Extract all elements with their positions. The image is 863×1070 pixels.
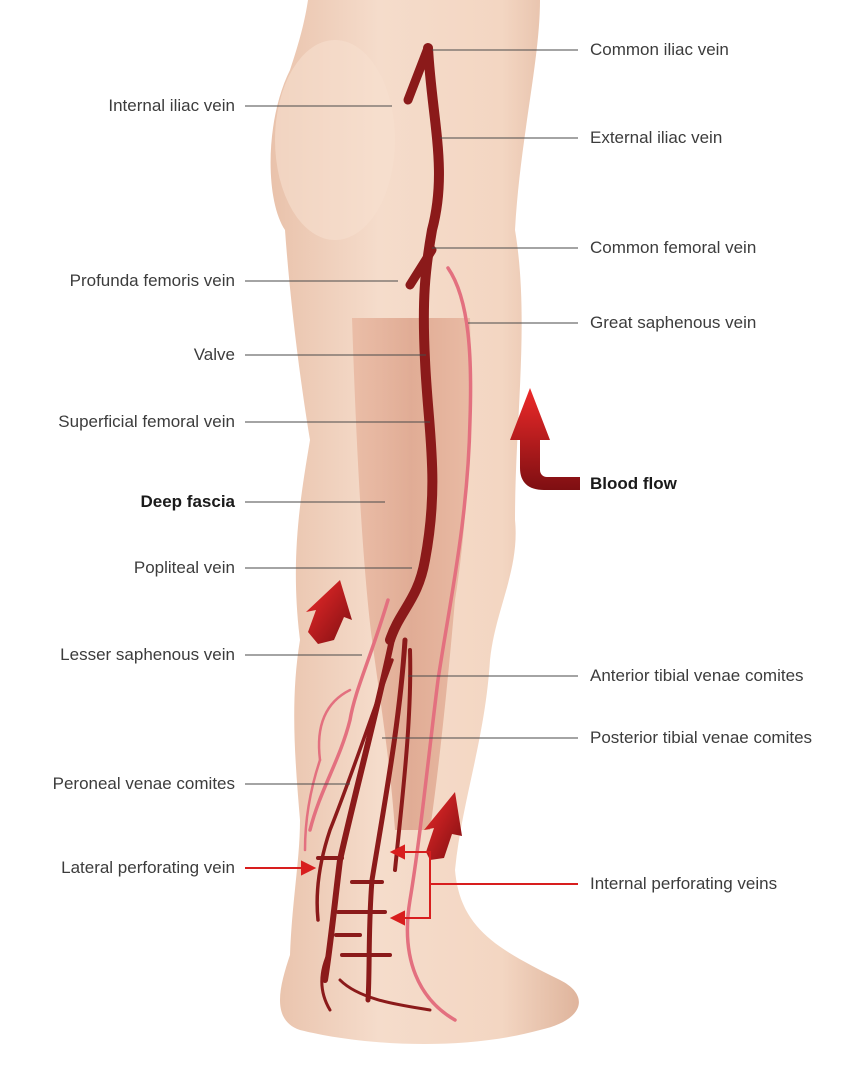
buttock-highlight: [275, 40, 395, 240]
label-peroneal-venae-comites: Peroneal venae comites: [53, 774, 235, 794]
label-common-iliac-vein: Common iliac vein: [590, 40, 729, 60]
label-internal-iliac-vein: Internal iliac vein: [108, 96, 235, 116]
label-blood-flow: Blood flow: [590, 474, 677, 494]
label-lateral-perforating-vein: Lateral perforating vein: [61, 858, 235, 878]
label-profunda-femoris-vein: Profunda femoris vein: [70, 271, 235, 291]
label-anterior-tibial-venae-comites: Anterior tibial venae comites: [590, 666, 804, 686]
label-great-saphenous-vein: Great saphenous vein: [590, 313, 756, 333]
label-lesser-saphenous-vein: Lesser saphenous vein: [60, 645, 235, 665]
label-external-iliac-vein: External iliac vein: [590, 128, 722, 148]
label-valve: Valve: [194, 345, 235, 365]
label-popliteal-vein: Popliteal vein: [134, 558, 235, 578]
blood-flow-arrow: [510, 388, 580, 490]
label-superficial-femoral-vein: Superficial femoral vein: [58, 412, 235, 432]
label-deep-fascia: Deep fascia: [141, 492, 236, 512]
label-posterior-tibial-venae-comites: Posterior tibial venae comites: [590, 728, 812, 748]
label-internal-perforating-veins: Internal perforating veins: [590, 874, 777, 894]
label-common-femoral-vein: Common femoral vein: [590, 238, 756, 258]
lateral-perforating-pointer: [245, 862, 314, 874]
